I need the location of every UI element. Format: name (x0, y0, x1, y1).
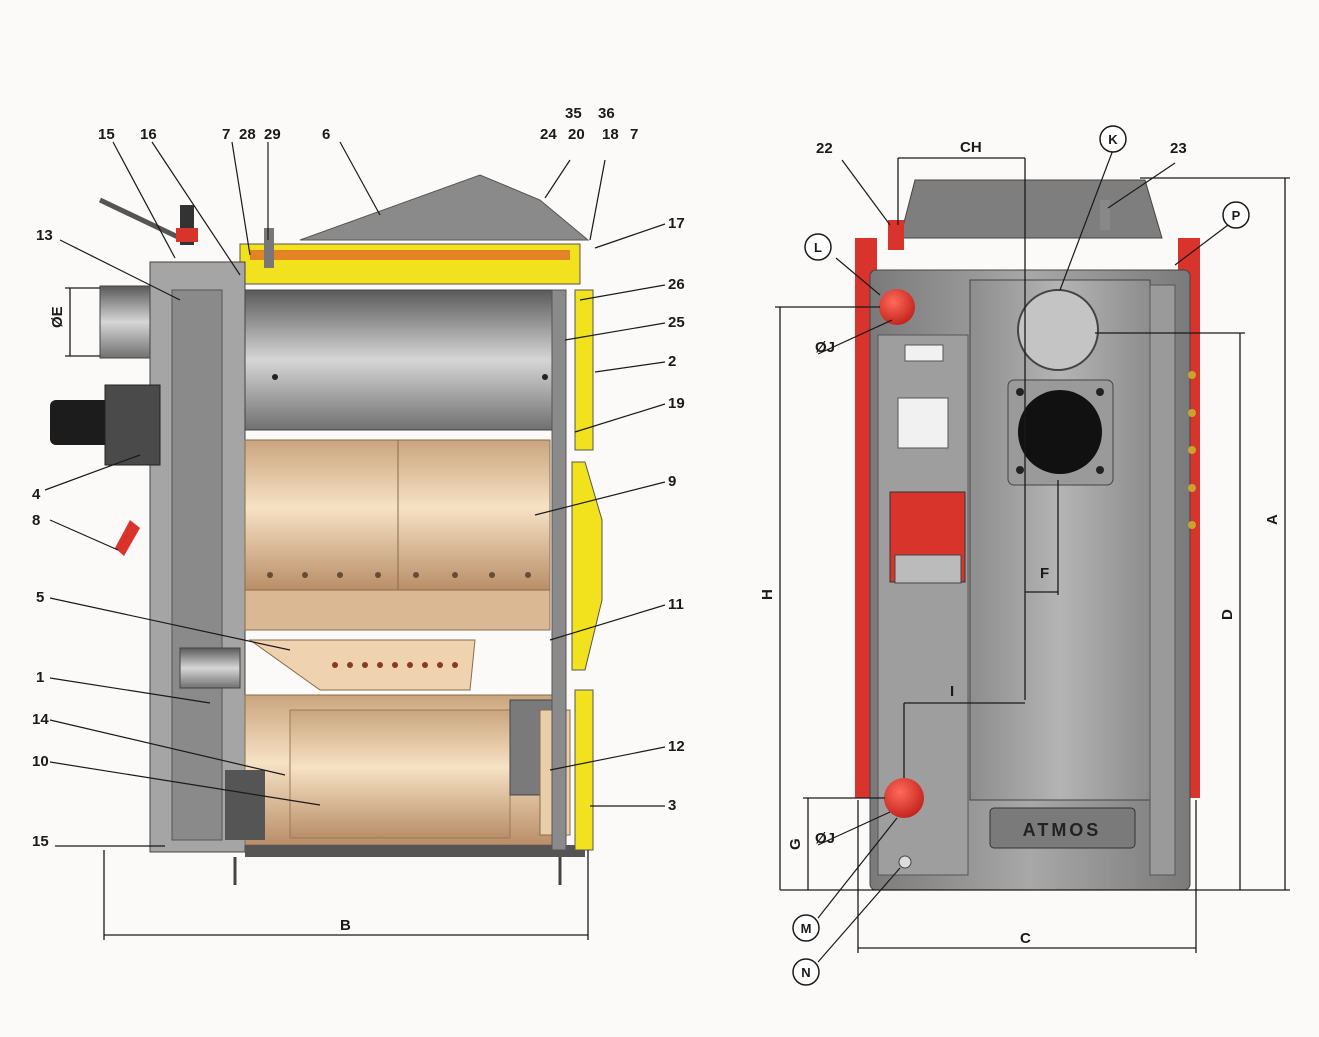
part-1-label: 1 (36, 669, 44, 686)
rear-roof (899, 179, 1163, 239)
part-12-label: 12 (668, 738, 685, 755)
inlet-pipe-l (879, 289, 915, 325)
dimension-a-label: A (1264, 514, 1281, 525)
part-28-label: 28 (239, 126, 256, 143)
part-22-label: 22 (816, 140, 833, 157)
part-3-label: 3 (668, 797, 676, 814)
dimension-ch-label: CH (960, 139, 982, 156)
part-9-label: 9 (668, 473, 676, 490)
brand-plate-text: ATMOS (1023, 820, 1102, 840)
side-view-leaders (44, 141, 666, 940)
part-35-label: 35 (565, 105, 582, 122)
part-16-label: 16 (140, 126, 157, 143)
fan-motor (50, 400, 110, 445)
part-14-label: 14 (32, 711, 49, 728)
lever-handle (115, 520, 140, 556)
rear-view-dimensions (775, 149, 1290, 963)
circle-n-label: N (801, 965, 810, 980)
part-5-label: 5 (36, 589, 44, 606)
rear-view: ATMOS (855, 179, 1200, 891)
part-15-label: 15 (98, 126, 115, 143)
circle-p-callout: P (1222, 201, 1250, 229)
part-19-label: 19 (668, 395, 685, 412)
dimension-e-label: ØE (49, 306, 66, 328)
circle-m-callout: M (792, 914, 820, 942)
part-23-label: 23 (1170, 140, 1187, 157)
upper-door (574, 289, 594, 451)
dimension-g-label: G (787, 838, 804, 850)
part-25-label: 25 (668, 314, 685, 331)
middle-door (571, 461, 603, 671)
part-10-label: 10 (32, 753, 49, 770)
rear-view-labels: 22 23 CH K L P M N ØJ ØJ H D A F I G C (759, 125, 1281, 986)
outlet-pipe-m (884, 778, 924, 818)
part-11-label: 11 (668, 596, 684, 613)
side-section-view (50, 174, 603, 885)
dimension-h-label: H (759, 589, 776, 600)
part-4-label: 4 (32, 486, 41, 503)
part-29-label: 29 (264, 126, 281, 143)
dimension-b-label: B (340, 917, 351, 934)
part-18-label: 18 (602, 126, 619, 143)
circle-n-callout: N (792, 958, 820, 986)
part-8-label: 8 (32, 512, 40, 529)
dimension-i-label: I (950, 683, 954, 700)
dimension-j-top-label: ØJ (815, 339, 835, 356)
dimension-c-label: C (1020, 930, 1031, 947)
part-2-label: 2 (668, 353, 676, 370)
top-cover-roof (299, 174, 590, 241)
circle-l-callout: L (804, 233, 832, 261)
lower-door (574, 689, 594, 851)
dimension-j-bottom-label: ØJ (815, 830, 835, 847)
side-view-labels: 15 16 7 28 29 6 35 36 24 20 18 7 17 13 2… (32, 105, 685, 934)
part-36-label: 36 (598, 105, 615, 122)
part-26-label: 26 (668, 276, 685, 293)
dimension-f-label: F (1040, 565, 1049, 582)
upper-heat-exchanger (244, 289, 556, 431)
part-17-label: 17 (668, 215, 685, 232)
part-15b-label: 15 (32, 833, 49, 850)
circle-l-label: L (814, 240, 822, 255)
part-24-label: 24 (540, 126, 557, 143)
part-7b-label: 7 (630, 126, 638, 143)
circle-k-callout: K (1099, 125, 1127, 153)
part-6-label: 6 (322, 126, 330, 143)
part-13-label: 13 (36, 227, 53, 244)
brand-plate (989, 807, 1136, 849)
circle-p-label: P (1232, 208, 1241, 223)
part-20-label: 20 (568, 126, 585, 143)
dimension-d-label: D (1219, 609, 1236, 620)
circle-m-label: M (801, 921, 812, 936)
part-7-label: 7 (222, 126, 230, 143)
circle-k-label: K (1108, 132, 1118, 147)
